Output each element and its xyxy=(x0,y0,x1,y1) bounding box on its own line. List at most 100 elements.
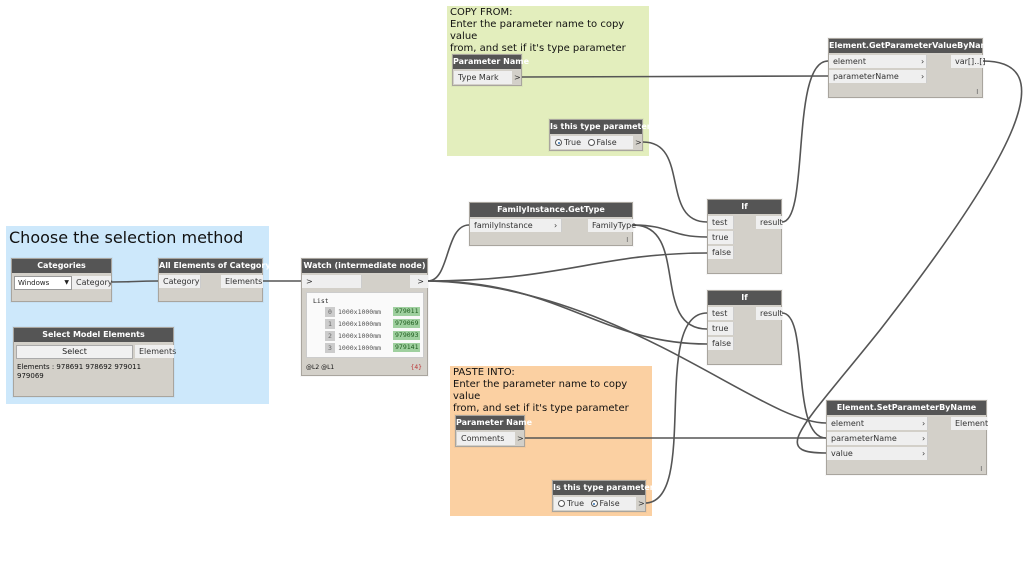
get-param-input-element[interactable]: element xyxy=(829,55,927,68)
if-1-input-test[interactable]: test xyxy=(708,216,734,229)
param-name-copy-value[interactable]: Type Mark xyxy=(454,71,512,84)
familyinstance-output-port[interactable]: FamilyType xyxy=(588,219,636,232)
select-model-info-line1: Elements : 978691 978692 979011 xyxy=(17,363,142,371)
node-all-elements-of-category[interactable]: All Elements of Category Category Elemen… xyxy=(158,258,271,302)
watch-row-index: 0 xyxy=(325,307,335,317)
if-1-output-result[interactable]: result xyxy=(756,216,783,229)
set-param-input-value[interactable]: value xyxy=(827,447,928,460)
wire-istype-paste-to-if2-test xyxy=(644,312,708,504)
watch-row-value: 1000x1000mm xyxy=(338,320,382,328)
watch-row-id: 979011 xyxy=(393,307,421,316)
node-all-elements-title: All Elements of Category xyxy=(159,259,271,273)
node-set-parameter-by-name[interactable]: Element.SetParameterByName element › par… xyxy=(826,400,988,475)
get-param-lacing: l xyxy=(976,89,978,96)
node-get-param-title: Element.GetParameterValueByName xyxy=(829,39,994,53)
node-is-type-copy-title: Is this type parameter? xyxy=(550,120,655,134)
wire-familytype-to-if2-true xyxy=(632,224,708,330)
watch-input-chevron: > xyxy=(306,277,313,286)
watch-row-value: 1000x1000mm xyxy=(338,308,382,316)
group-selection-title: Choose the selection method xyxy=(9,228,244,247)
param-name-paste-value[interactable]: Comments xyxy=(457,432,515,445)
radio-true-icon[interactable] xyxy=(555,139,562,146)
watch-row-id: 979093 xyxy=(393,331,421,340)
categories-output-port[interactable]: Category xyxy=(72,276,113,289)
node-categories-title: Categories xyxy=(12,259,111,273)
set-param-output[interactable]: Element xyxy=(951,417,988,430)
radio-false-icon[interactable] xyxy=(590,500,598,507)
node-parameter-name-copy[interactable]: Parameter Name Type Mark > xyxy=(452,54,529,86)
group-paste-into-title: PASTE INTO: Enter the parameter name to … xyxy=(453,367,629,414)
wire-getparam-to-set-value xyxy=(796,60,1023,454)
node-param-name-copy-title: Parameter Name xyxy=(453,55,529,69)
watch-row-value: 1000x1000mm xyxy=(338,332,382,340)
is-type-copy-chevron[interactable]: > xyxy=(635,138,642,147)
node-categories[interactable]: Categories Windows ▼ Category xyxy=(11,258,113,302)
is-type-copy-false-label: False xyxy=(596,138,617,147)
if-1-input-true[interactable]: true xyxy=(708,231,734,244)
param-name-paste-chevron[interactable]: > xyxy=(517,434,524,443)
if-2-input-true[interactable]: true xyxy=(708,322,734,335)
set-param-input-element[interactable]: element xyxy=(827,417,928,430)
node-if-1[interactable]: If test true false result xyxy=(707,199,783,274)
categories-dropdown[interactable]: Windows ▼ xyxy=(14,276,72,290)
familyinstance-input-port[interactable]: familyInstance xyxy=(470,219,562,232)
wire-if1-result-to-getparam-element xyxy=(781,60,829,223)
node-is-type-copy[interactable]: Is this type parameter? True False > xyxy=(549,119,655,151)
wire-if2-result-to-set-parametername xyxy=(781,312,827,439)
watch-list-label: List xyxy=(313,297,329,305)
categories-dropdown-value: Windows xyxy=(18,279,50,287)
node-param-name-paste-title: Parameter Name xyxy=(456,416,532,430)
node-get-parameter-value[interactable]: Element.GetParameterValueByName element … xyxy=(828,38,994,98)
set-param-lacing: l xyxy=(980,466,982,473)
get-param-input-parametername[interactable]: parameterName xyxy=(829,70,927,83)
is-type-copy-toggle[interactable]: True False xyxy=(551,136,633,149)
wire-watch-to-if2-false xyxy=(427,280,708,345)
if-1-input-false[interactable]: false xyxy=(708,246,734,259)
is-type-paste-true-label: True xyxy=(567,499,584,508)
chevron-right-icon: › xyxy=(922,434,926,443)
if-2-input-false[interactable]: false xyxy=(708,337,734,350)
is-type-paste-false-label: False xyxy=(599,499,620,508)
all-elements-output-elements[interactable]: Elements xyxy=(221,275,263,288)
watch-row-value: 1000x1000mm xyxy=(338,344,382,352)
node-parameter-name-paste[interactable]: Parameter Name Comments > xyxy=(455,415,532,447)
if-2-output-result[interactable]: result xyxy=(756,307,783,320)
watch-levels: @L2 @L1 xyxy=(306,364,335,371)
node-is-type-paste[interactable]: Is this type parameter? True False > xyxy=(552,480,658,512)
param-name-copy-chevron[interactable]: > xyxy=(514,73,521,82)
node-select-model-elements[interactable]: Select Model Elements Select Elements El… xyxy=(13,327,176,397)
all-elements-input-category[interactable]: Category xyxy=(159,275,201,288)
get-param-output[interactable]: var[]..[] xyxy=(951,55,986,68)
node-if-2[interactable]: If test true false result xyxy=(707,290,783,365)
watch-input-port[interactable]: > xyxy=(302,275,362,288)
node-watch-title: Watch (intermediate node) xyxy=(302,259,427,273)
is-type-paste-toggle[interactable]: True False xyxy=(554,497,636,510)
is-type-copy-true-label: True xyxy=(564,138,581,147)
select-button[interactable]: Select xyxy=(16,345,133,359)
set-param-input-parametername[interactable]: parameterName xyxy=(827,432,928,445)
watch-output-chevron: > xyxy=(417,277,424,286)
familyinstance-lacing: l xyxy=(626,237,628,244)
select-model-output-elements[interactable]: Elements xyxy=(135,345,176,358)
watch-row-id: 979141 xyxy=(393,343,421,352)
radio-true-icon[interactable] xyxy=(558,500,565,507)
chevron-down-icon: ▼ xyxy=(64,279,69,286)
radio-false-icon[interactable] xyxy=(587,139,595,146)
wire-paramname-copy-to-getparam xyxy=(521,75,829,78)
select-model-info-line2: 979069 xyxy=(17,372,44,380)
chevron-right-icon: › xyxy=(554,221,558,230)
if-2-input-test[interactable]: test xyxy=(708,307,734,320)
is-type-paste-chevron[interactable]: > xyxy=(638,499,645,508)
chevron-right-icon: › xyxy=(921,72,925,81)
node-familyinstance-gettype[interactable]: FamilyInstance.GetType familyInstance › … xyxy=(469,202,636,246)
wire-watch-to-set-element xyxy=(427,280,827,424)
watch-output-port[interactable]: > xyxy=(410,275,428,288)
node-familyinstance-title: FamilyInstance.GetType xyxy=(470,203,632,217)
chevron-right-icon: › xyxy=(922,449,926,458)
